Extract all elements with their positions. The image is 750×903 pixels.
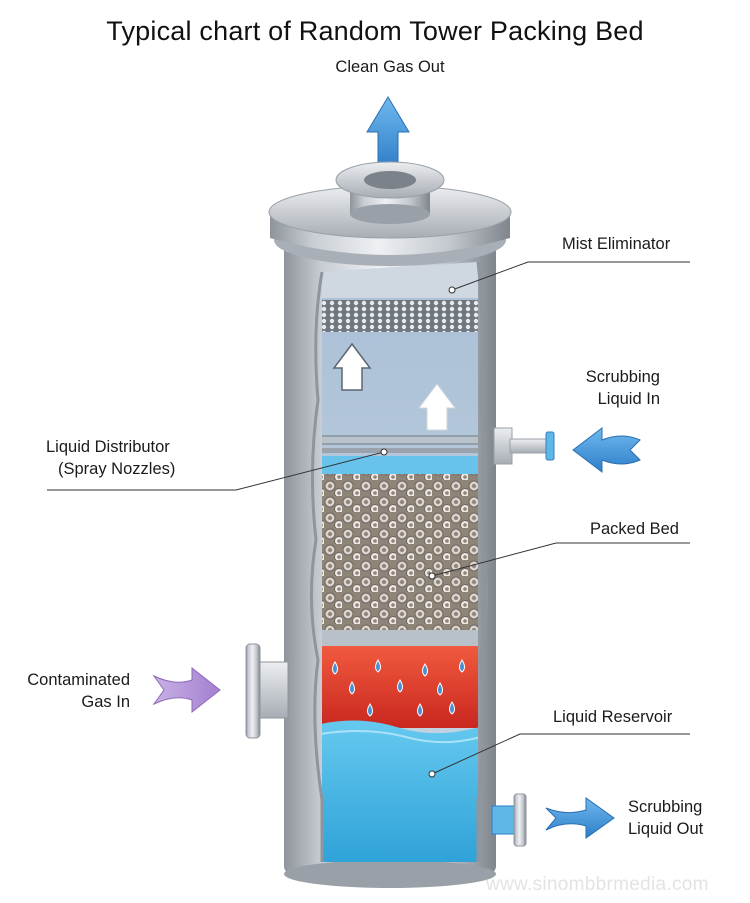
label-scrubbing-liquid-in: Scrubbing Liquid In: [540, 366, 660, 410]
label-scrubbing-liquid-out-line2: Liquid Out: [628, 820, 704, 838]
label-contaminated-gas-in: Contaminated Gas In: [0, 669, 130, 713]
scrubbing-liquid-in-arrow: [572, 426, 641, 474]
scrubbing-liquid-out-arrow: [545, 797, 615, 839]
clean-gas-out-arrow: [366, 96, 410, 169]
leader-lines: [47, 261, 690, 775]
packed-bed-rings: [322, 474, 478, 630]
label-contaminated-gas-in-line1: Contaminated: [27, 671, 130, 689]
label-scrubbing-liquid-in-line1: Scrubbing: [585, 368, 660, 386]
label-liquid-reservoir: Liquid Reservoir: [553, 708, 673, 726]
mist-eliminator-mesh: [322, 300, 478, 332]
label-liquid-distributor-line2: (Spray Nozzles): [58, 460, 176, 478]
label-contaminated-gas-in-line2: Gas In: [81, 693, 130, 711]
leader-dots: [380, 286, 456, 778]
label-scrubbing-liquid-in-line2: Liquid In: [597, 390, 660, 408]
gas-inlet-nozzle: [245, 643, 289, 739]
label-clean-gas-out: Clean Gas Out: [335, 58, 445, 76]
watermark: www.sinombbrmedia.com: [486, 874, 709, 895]
label-scrubbing-liquid-out: Scrubbing Liquid Out: [628, 796, 703, 840]
diagram-title: Typical chart of Random Tower Packing Be…: [106, 16, 644, 46]
label-liquid-distributor: Liquid Distributor (Spray Nozzles): [46, 436, 175, 480]
label-mist-eliminator: Mist Eliminator: [562, 235, 671, 253]
contaminated-gas-in-arrow: [152, 666, 221, 714]
label-liquid-distributor-line1: Liquid Distributor: [46, 438, 170, 456]
liquid-droplets: [332, 659, 465, 717]
liquid-outlet-nozzle: [491, 793, 527, 847]
gas-flow-arrows: [332, 342, 456, 431]
tower-cutaway: [322, 262, 478, 862]
label-packed-bed: Packed Bed: [590, 520, 679, 538]
liquid-inlet-pipe: [493, 427, 555, 465]
label-scrubbing-liquid-out-line1: Scrubbing: [628, 798, 703, 816]
